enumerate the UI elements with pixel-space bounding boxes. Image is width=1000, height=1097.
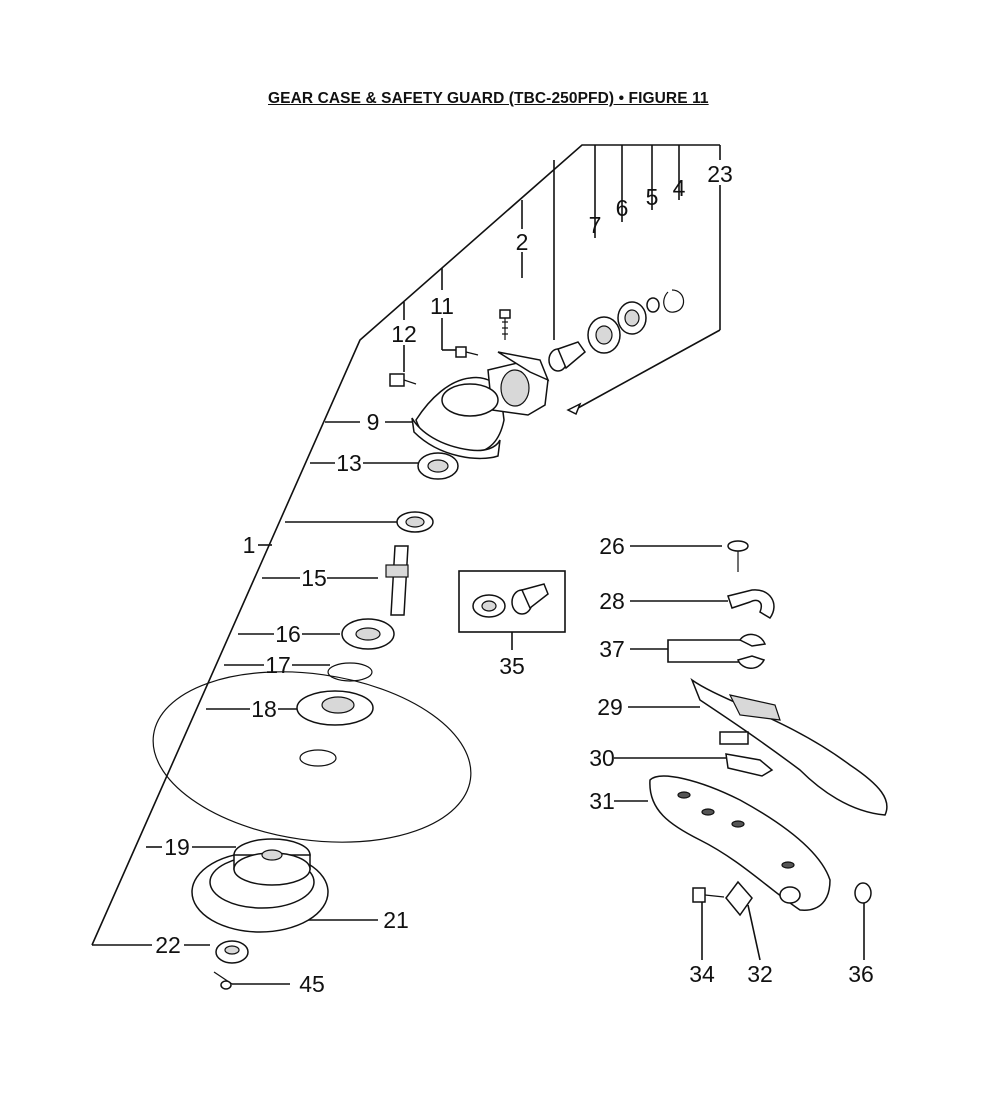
callout-32: 32 [747, 961, 773, 987]
safety-guard-parts [649, 540, 888, 917]
callout-labels: 2 4 5 6 7 23 11 12 9 13 1 15 16 17 18 19… [155, 161, 874, 997]
callout-26: 26 [599, 533, 625, 559]
callout-4: 4 [673, 175, 686, 201]
callout-30: 30 [589, 745, 615, 771]
callout-19: 19 [164, 834, 190, 860]
callout-22: 22 [155, 932, 181, 958]
gear-case-assembly [389, 289, 685, 460]
callout-2: 2 [516, 229, 529, 255]
lower-fittings [191, 838, 329, 990]
callout-21: 21 [383, 907, 409, 933]
callout-6: 6 [616, 195, 629, 221]
figure-title: GEAR CASE & SAFETY GUARD (TBC-250PFD) • … [268, 90, 709, 107]
callout-29: 29 [597, 694, 623, 720]
callout-36: 36 [848, 961, 874, 987]
callout-11: 11 [430, 293, 454, 319]
callout-7: 7 [589, 212, 602, 238]
callout-37: 37 [599, 636, 625, 662]
callout-34: 34 [689, 961, 715, 987]
callout-28: 28 [599, 588, 625, 614]
callout-31: 31 [589, 788, 615, 814]
callout-18: 18 [251, 696, 277, 722]
callout-5: 5 [646, 184, 659, 210]
shaft-assembly [296, 452, 459, 726]
callout-9: 9 [367, 409, 380, 435]
kit-35 [458, 570, 566, 633]
callout-17: 17 [265, 652, 291, 678]
callout-1: 1 [243, 532, 256, 558]
callout-15: 15 [301, 565, 327, 591]
cutting-blade [152, 671, 472, 843]
callout-45: 45 [299, 971, 325, 997]
callout-12: 12 [391, 321, 417, 347]
leader-lines [91, 144, 865, 985]
callout-13: 13 [336, 450, 362, 476]
callout-16: 16 [275, 621, 301, 647]
callout-35: 35 [499, 653, 525, 679]
callout-23: 23 [707, 161, 733, 187]
